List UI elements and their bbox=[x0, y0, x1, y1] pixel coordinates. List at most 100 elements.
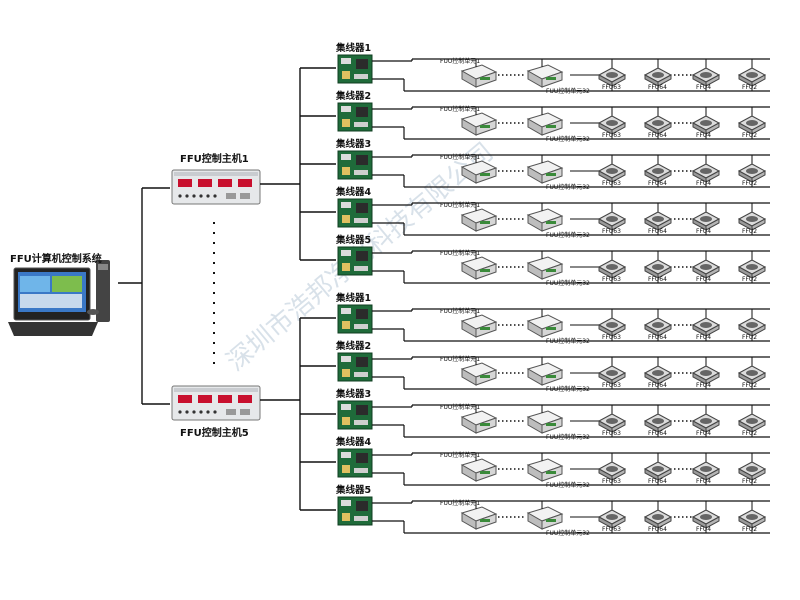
ffu-fan bbox=[700, 216, 712, 222]
ffu-side bbox=[705, 266, 720, 279]
ffu-side bbox=[611, 74, 626, 87]
unit-indicator bbox=[546, 125, 556, 128]
ffu-control-unit bbox=[526, 410, 564, 434]
mouse-icon bbox=[87, 309, 99, 315]
ffu-fan-unit bbox=[597, 413, 627, 433]
ffu-fan-unit bbox=[643, 413, 673, 433]
ffu-fan-unit bbox=[597, 115, 627, 135]
ffu-control-unit bbox=[526, 256, 564, 280]
ffu-fan-unit bbox=[691, 461, 721, 481]
host-led bbox=[192, 194, 196, 198]
unit-indicator bbox=[546, 327, 556, 330]
host-led bbox=[185, 410, 189, 414]
ffu-label: FFU2 bbox=[742, 84, 757, 91]
ffu-control-unit bbox=[460, 256, 498, 280]
ffu-fan bbox=[606, 514, 618, 520]
ffu-fan bbox=[652, 264, 664, 270]
ffu-fan-unit bbox=[737, 317, 767, 337]
control-host-unit bbox=[171, 385, 261, 421]
ffu-fan-unit bbox=[691, 211, 721, 231]
ffu-side bbox=[751, 372, 766, 385]
board-chip bbox=[341, 250, 351, 256]
board-chip bbox=[356, 203, 368, 213]
unit-first-label: FUU控制单元1 bbox=[440, 105, 480, 113]
ffu-fan-unit bbox=[643, 211, 673, 231]
ffu-side bbox=[657, 266, 672, 279]
unit-indicator bbox=[546, 77, 556, 80]
ffu-side bbox=[611, 324, 626, 337]
ffu-label: FFU64 bbox=[648, 382, 667, 389]
ffu-fan bbox=[700, 72, 712, 78]
unit-indicator bbox=[546, 269, 556, 272]
ffu-control-unit bbox=[460, 160, 498, 184]
ffu-fan bbox=[746, 120, 758, 126]
unit-indicator bbox=[546, 519, 556, 522]
host-led bbox=[199, 194, 203, 198]
unit-last-label: FUU控制单元32 bbox=[546, 385, 590, 393]
ffu-fan bbox=[746, 322, 758, 328]
concentrator-board bbox=[337, 246, 373, 276]
ffu-fan-unit bbox=[643, 317, 673, 337]
ffu-side bbox=[751, 324, 766, 337]
unit-first-label: FUU控制单元1 bbox=[440, 201, 480, 209]
ffu-fan-unit bbox=[737, 211, 767, 231]
ffu-fan bbox=[746, 466, 758, 472]
board-terminal bbox=[354, 122, 368, 127]
host-display bbox=[198, 179, 212, 187]
ffu-fan-unit bbox=[597, 317, 627, 337]
ffu-control-unit bbox=[526, 64, 564, 88]
ffu-fan-unit bbox=[691, 67, 721, 87]
ffu-label: FFU4 bbox=[696, 334, 711, 341]
ffu-label: FFU4 bbox=[696, 478, 711, 485]
concentrator-board bbox=[337, 304, 373, 334]
ffu-fan bbox=[606, 322, 618, 328]
board-chip bbox=[341, 500, 351, 506]
concentrator-label: 集线器4 bbox=[335, 436, 372, 448]
ffu-fan bbox=[746, 514, 758, 520]
ffu-fan-unit bbox=[691, 259, 721, 279]
unit-last-label: FUU控制单元32 bbox=[546, 87, 590, 95]
ffu-fan-unit bbox=[737, 163, 767, 183]
ffu-fan-unit bbox=[737, 509, 767, 529]
ffu-control-unit bbox=[526, 506, 564, 530]
ffu-label: FFU4 bbox=[696, 430, 711, 437]
ffu-fan bbox=[606, 264, 618, 270]
ffu-fan-unit bbox=[643, 67, 673, 87]
ffu-side bbox=[657, 218, 672, 231]
ffu-side bbox=[657, 122, 672, 135]
ffu-fan bbox=[606, 370, 618, 376]
concentrator-board bbox=[337, 198, 373, 228]
ffu-fan-unit bbox=[691, 509, 721, 529]
ffu-label: FFU64 bbox=[648, 180, 667, 187]
unit-first-label: FUU控制单元1 bbox=[440, 249, 480, 257]
ffu-label: FFU63 bbox=[602, 334, 621, 341]
unit-indicator bbox=[480, 423, 490, 426]
ffu-label: FFU63 bbox=[602, 276, 621, 283]
ffu-fan-unit bbox=[597, 461, 627, 481]
unit-last-label: FUU控制单元32 bbox=[546, 183, 590, 191]
ffu-side bbox=[657, 372, 672, 385]
ffu-control-unit bbox=[460, 112, 498, 136]
concentrator-board bbox=[337, 54, 373, 84]
unit-indicator bbox=[480, 327, 490, 330]
board-chip bbox=[341, 202, 351, 208]
ffu-side bbox=[751, 218, 766, 231]
board-terminal bbox=[342, 513, 350, 521]
ffu-fan-unit bbox=[597, 211, 627, 231]
ffu-side bbox=[751, 74, 766, 87]
unit-first-label: FUU控制单元1 bbox=[440, 153, 480, 161]
board-chip bbox=[356, 59, 368, 69]
screen-window bbox=[20, 276, 50, 292]
ffu-side bbox=[705, 468, 720, 481]
ffu-fan bbox=[700, 264, 712, 270]
unit-last-label: FUU控制单元32 bbox=[546, 481, 590, 489]
ffu-label: FFU64 bbox=[648, 430, 667, 437]
unit-indicator bbox=[480, 269, 490, 272]
ffu-fan bbox=[746, 168, 758, 174]
ffu-label: FFU4 bbox=[696, 180, 711, 187]
unit-indicator bbox=[546, 221, 556, 224]
ffu-fan-unit bbox=[643, 163, 673, 183]
ffu-side bbox=[657, 516, 672, 529]
ffu-fan-unit bbox=[597, 259, 627, 279]
unit-indicator bbox=[480, 375, 490, 378]
